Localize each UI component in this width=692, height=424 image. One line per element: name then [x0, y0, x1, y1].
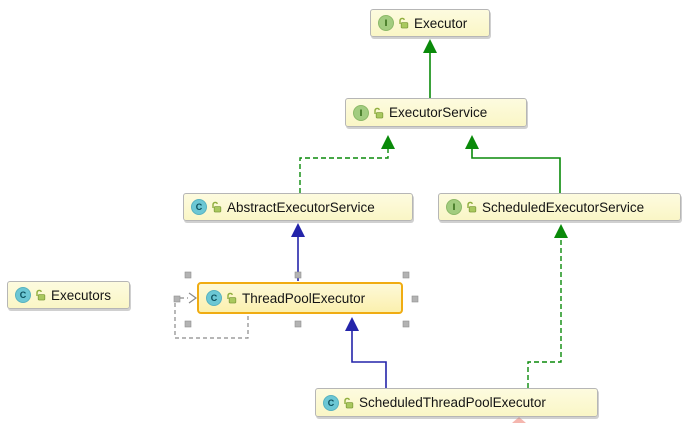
class-node-executorservice[interactable]: I ExecutorService [345, 98, 527, 127]
class-icon: C [323, 394, 339, 411]
handle-top-left[interactable] [184, 271, 192, 279]
public-lock-icon [35, 289, 46, 301]
edge-scheduledthreadpoolexecutor-extends-threadpoolexecutor[interactable] [345, 317, 387, 388]
handle-top-right[interactable] [402, 271, 410, 279]
class-node-scheduledthreadpoolexecutor[interactable]: C ScheduledThreadPoolExecutor [315, 388, 598, 417]
class-name-label: AbstractExecutorService [227, 199, 375, 215]
class-name-label: ThreadPoolExecutor [242, 290, 366, 306]
interface-icon: I [378, 15, 394, 31]
class-node-scheduledexecutorservice[interactable]: I ScheduledExecutorService [438, 193, 681, 221]
edge-executorservice-extends-executor[interactable] [423, 39, 437, 98]
class-node-executors[interactable]: C Executors [7, 281, 130, 309]
interface-icon: I [353, 104, 369, 121]
clipped-arrowhead-fragment [512, 417, 526, 423]
handle-bottom-mid[interactable] [294, 320, 302, 328]
handle-bottom-left[interactable] [184, 320, 192, 328]
edge-scheduledexecutorservice-extends-executorservice[interactable] [465, 135, 561, 193]
interface-icon: I [446, 199, 462, 215]
handle-bottom-right[interactable] [402, 320, 410, 328]
edge-abstractexecutorservice-implements-executorservice[interactable] [299, 135, 395, 193]
class-node-threadpoolexecutor[interactable]: C ThreadPoolExecutor [197, 282, 403, 314]
class-icon: C [206, 290, 222, 306]
class-name-label: ScheduledExecutorService [482, 199, 645, 215]
class-icon: C [15, 287, 31, 303]
public-lock-icon [466, 201, 477, 213]
class-node-abstractexecutorservice[interactable]: C AbstractExecutorService [183, 193, 413, 221]
public-lock-icon [373, 107, 384, 119]
handle-left-mid[interactable] [173, 295, 181, 303]
class-node-executor[interactable]: I Executor [370, 9, 490, 37]
class-icon: C [191, 199, 207, 215]
handle-top-mid[interactable] [294, 271, 302, 279]
handle-right-mid[interactable] [411, 295, 419, 303]
public-lock-icon [211, 201, 222, 213]
class-name-label: ScheduledThreadPoolExecutor [359, 395, 546, 410]
public-lock-icon [226, 292, 237, 304]
class-name-label: Executors [51, 287, 112, 303]
class-name-label: ExecutorService [389, 105, 488, 120]
public-lock-icon [343, 397, 354, 409]
class-name-label: Executor [414, 15, 468, 31]
public-lock-icon [398, 17, 409, 29]
edge-scheduledthreadpoolexecutor-implements-scheduledexecutorservice[interactable] [527, 224, 568, 388]
edge-threadpoolexecutor-self-dependency[interactable] [174, 292, 249, 339]
